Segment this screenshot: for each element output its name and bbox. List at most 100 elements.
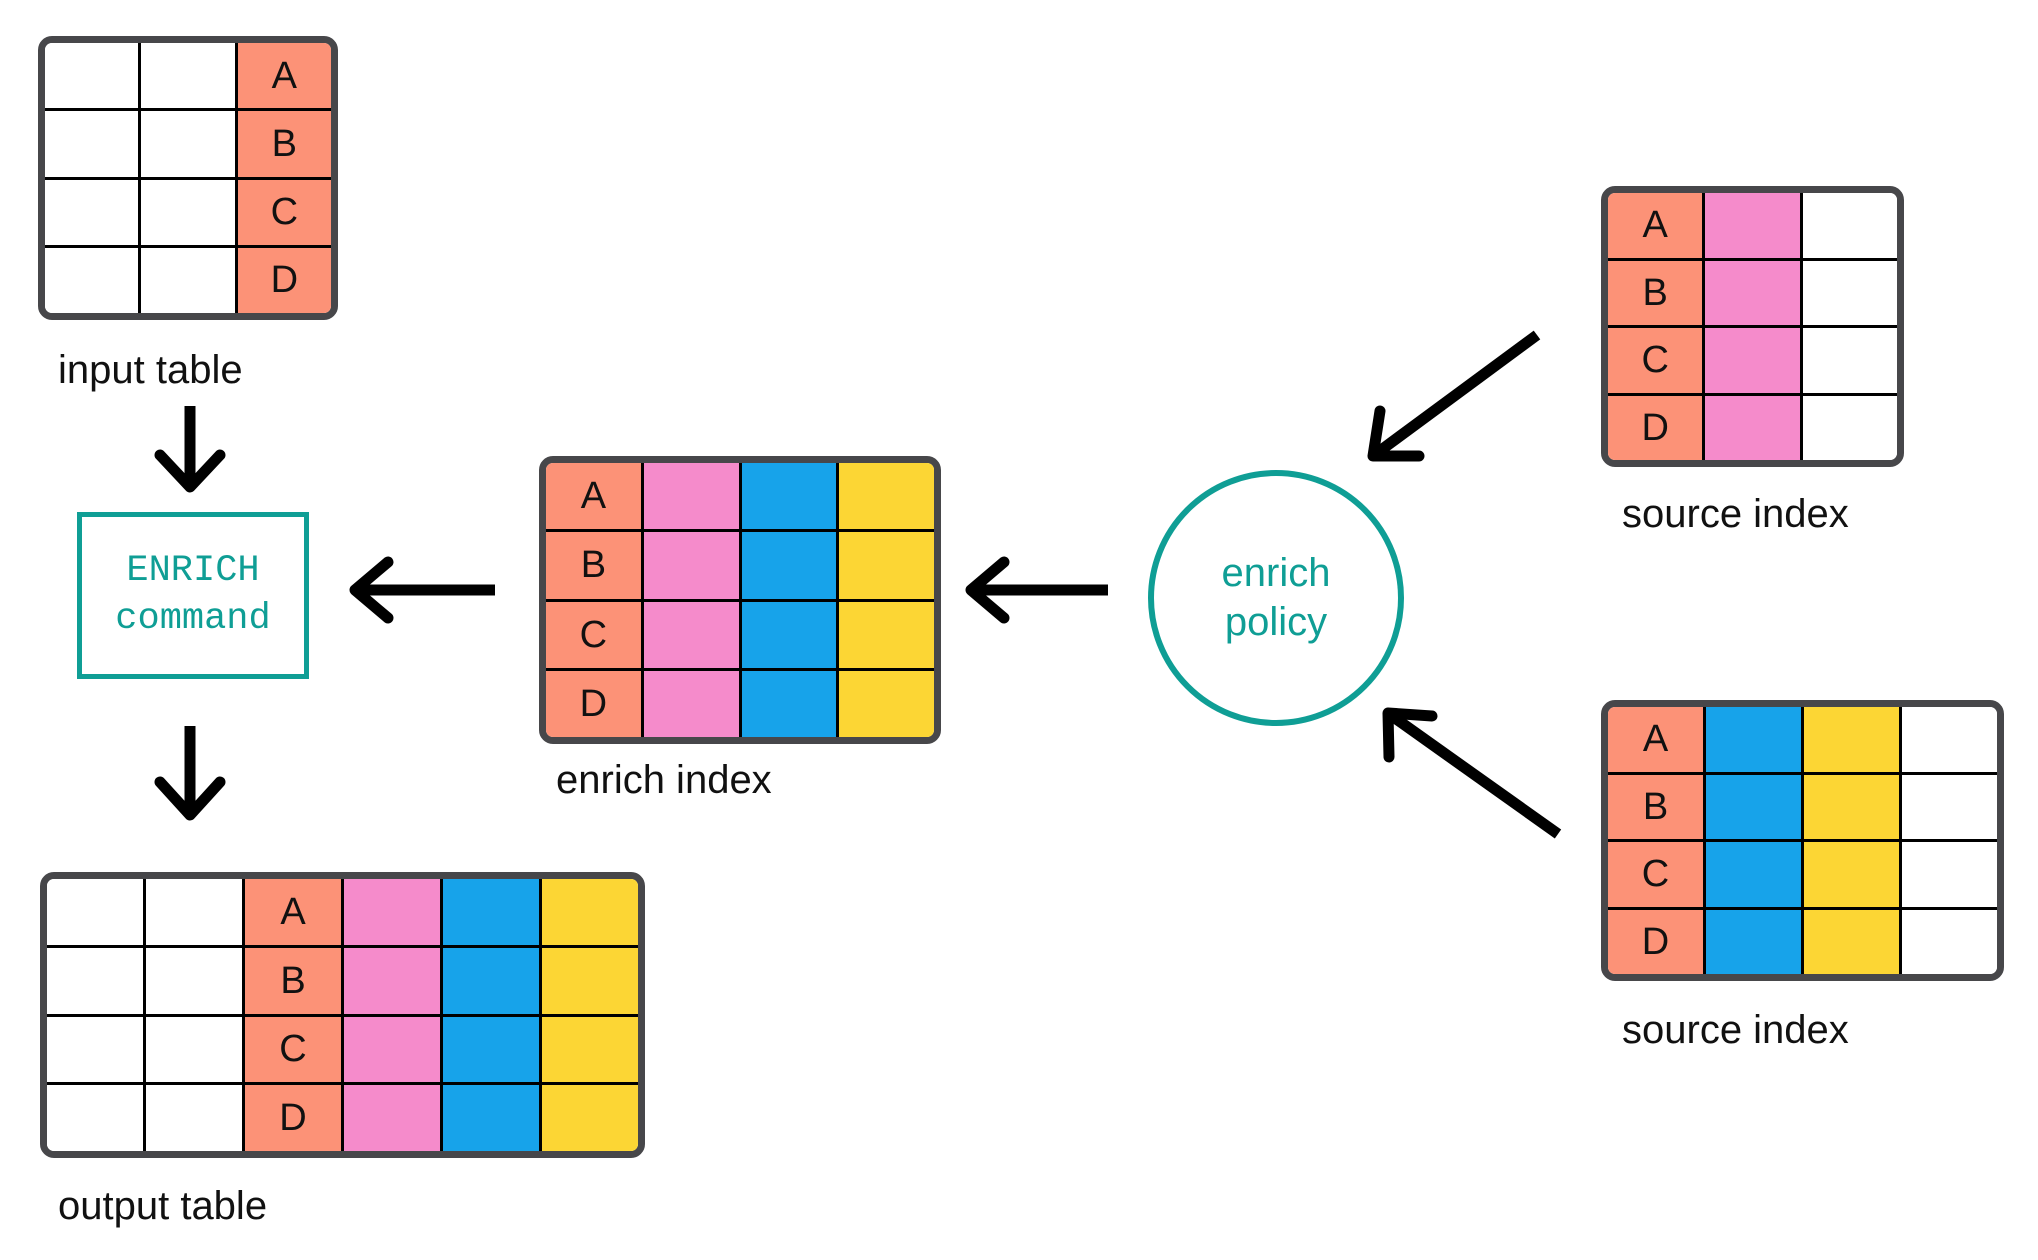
table-cell: [741, 532, 840, 599]
table-cell: [344, 947, 443, 1014]
table-cell: [47, 947, 146, 1014]
table-cell: [146, 879, 245, 945]
table-cell: [1706, 774, 1804, 839]
table-cell: [1802, 395, 1897, 460]
enrich-policy-node[interactable]: enrich policy: [1148, 470, 1404, 726]
table-cell: [443, 1016, 542, 1083]
table-cell: [45, 179, 142, 245]
enrich-command-box[interactable]: ENRICH command: [77, 512, 309, 679]
table-cell-key: C: [237, 179, 331, 245]
table-cell: [643, 532, 742, 599]
table-cell: [1705, 328, 1803, 393]
enrich-policy-line-2: policy: [1224, 600, 1328, 644]
arrow-policy-to-enrich-index: [965, 556, 1108, 624]
table-cell: [839, 670, 934, 737]
table-cell: [146, 1085, 245, 1151]
table-cell-key: D: [1608, 395, 1706, 460]
table-cell: [1804, 842, 1902, 907]
table-row: B: [1608, 774, 1997, 842]
table-row: D: [47, 1085, 638, 1151]
table-cell-key: C: [546, 601, 644, 668]
table-cell: [45, 111, 142, 177]
table-cell: [443, 1085, 542, 1151]
table-cell-key: C: [1608, 842, 1706, 907]
arrow-input-to-command: [154, 406, 226, 493]
table-cell: [141, 43, 238, 109]
source-index-bottom-caption: source index: [1622, 1008, 1849, 1052]
arrow-command-to-output: [154, 726, 226, 821]
arrow-source-index-top-to-policy: [1367, 330, 1541, 462]
table-cell: [839, 532, 934, 599]
table-cell-key: C: [1608, 328, 1706, 393]
table-cell: [1804, 707, 1902, 772]
table-cell: [47, 879, 146, 945]
table-row: B: [47, 947, 638, 1017]
table-cell: [1706, 842, 1804, 907]
table-cell: [643, 670, 742, 737]
table-cell: [141, 247, 238, 313]
enrich-policy-line-1: enrich: [1221, 551, 1331, 596]
table-cell: [1902, 707, 1997, 772]
table-cell-key: A: [546, 463, 644, 530]
table-row: D: [1608, 909, 1997, 974]
table-cell-key: B: [245, 947, 344, 1014]
input-table-caption: input table: [58, 348, 243, 392]
table-cell: [1706, 707, 1804, 772]
table-cell: [643, 601, 742, 668]
table-row: A: [47, 879, 638, 948]
table-row: C: [1608, 328, 1897, 396]
table-cell: [741, 601, 840, 668]
table-cell: [1802, 328, 1897, 393]
table-cell: [47, 1016, 146, 1083]
table-cell: [344, 1085, 443, 1151]
table-cell: [146, 1016, 245, 1083]
table-cell: [542, 1085, 638, 1151]
table-cell: [1802, 260, 1897, 325]
enrich-command-line-1: ENRICH: [126, 550, 260, 593]
table-cell: [141, 179, 238, 245]
table-row: C: [546, 601, 934, 671]
table-cell: [542, 879, 638, 945]
table-cell: [45, 247, 142, 313]
table-cell: [542, 1016, 638, 1083]
table-cell-key: D: [237, 247, 331, 313]
table-cell: [741, 670, 840, 737]
table-row: D: [45, 247, 331, 313]
source-index-top-caption: source index: [1622, 492, 1849, 536]
table-cell: [344, 1016, 443, 1083]
table-cell-key: D: [546, 670, 644, 737]
arrow-enrich-index-to-command: [349, 556, 495, 624]
table-cell-key: C: [245, 1016, 344, 1083]
table-cell: [1705, 193, 1803, 258]
arrow-source-index-bottom-to-policy: [1382, 707, 1562, 839]
enrich-command-line-2: command: [115, 597, 271, 640]
table-cell: [45, 43, 142, 109]
table-cell: [1804, 774, 1902, 839]
table-cell: [1902, 909, 1997, 974]
table-cell: [141, 111, 238, 177]
table-row: C: [1608, 842, 1997, 910]
table-cell: [443, 879, 542, 945]
table-row: C: [47, 1016, 638, 1086]
table-cell-key: D: [245, 1085, 344, 1151]
table-cell: [146, 947, 245, 1014]
table-row: A: [45, 43, 331, 112]
enrich-index-caption: enrich index: [556, 758, 772, 802]
table-cell-key: A: [237, 43, 331, 109]
table-cell-key: A: [1608, 707, 1706, 772]
table-cell: [47, 1085, 146, 1151]
table-cell-key: A: [245, 879, 344, 945]
table-cell: [1804, 909, 1902, 974]
table-row: A: [1608, 707, 1997, 775]
table-row: B: [546, 532, 934, 602]
table-row: A: [546, 463, 934, 533]
table-cell-key: A: [1608, 193, 1706, 258]
table-cell: [1902, 774, 1997, 839]
table-row: B: [45, 111, 331, 180]
table-cell: [741, 463, 840, 530]
